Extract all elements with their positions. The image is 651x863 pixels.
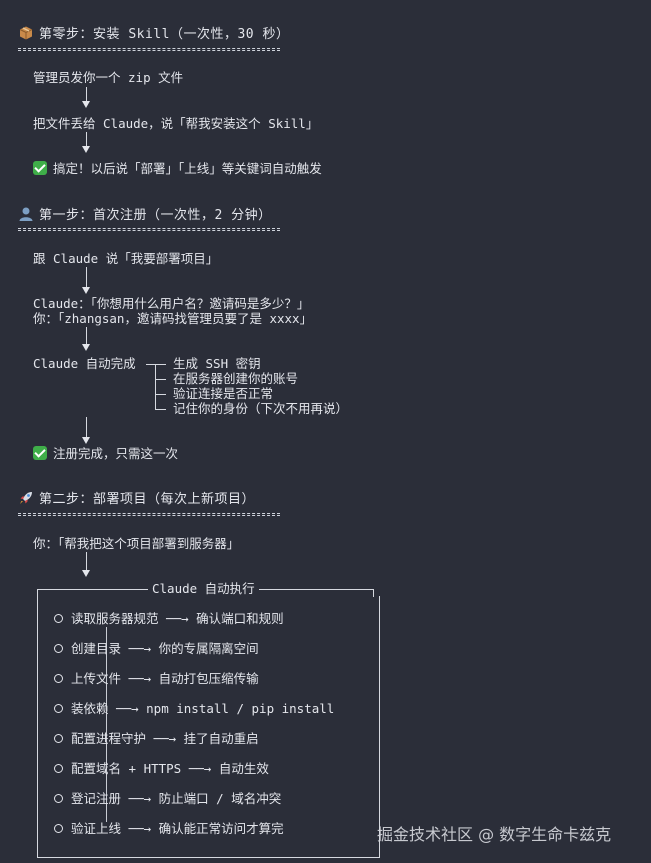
task-item: 读取服务器规范 ──→ 确认端口和规则 [54,611,284,627]
section-2-title: 第二步：部署项目（每次上新项目） [39,492,256,507]
check-icon [33,446,47,460]
connector-line [86,87,87,101]
task-item: 配置域名 + HTTPS ──→ 自动生效 [54,761,269,777]
branch-item: 记住你的身份（下次不用再说） [173,401,349,416]
circle-bullet-icon [54,614,63,623]
rocket-icon [18,490,34,506]
watermark: 掘金技术社区 @ 数字生命卡兹克 [377,825,612,844]
task-item: 验证上线 ──→ 确认能正常访问才算完 [54,821,284,837]
circle-bullet-icon [54,644,63,653]
branch-trunk [155,364,156,409]
connector-line [86,132,87,146]
check-icon [33,161,47,175]
branch-line [155,409,166,410]
task-item: 上传文件 ──→ 自动打包压缩传输 [54,671,259,687]
connector-line [86,417,87,437]
section-1-step-3: 你：「zhangsan，邀请码找管理员要了是 xxxx」 [33,311,313,326]
section-1-step-2: Claude：「你想用什么用户名？邀请码是多少？」 [33,296,310,311]
section-2-heading: 第二步：部署项目（每次上新项目） [18,490,255,508]
task-trunk-line [106,627,107,822]
branch-line [155,379,166,380]
section-1-underline [18,228,280,231]
package-icon [18,25,34,41]
arrow-down-icon [82,287,90,294]
arrow-down-icon [82,437,90,444]
arrow-down-icon [82,570,90,577]
connector-line [86,552,87,570]
section-1-title: 第一步：首次注册（一次性，2 分钟） [39,208,272,223]
task-item: 登记注册 ──→ 防止端口 / 域名冲突 [54,791,281,807]
box-right-border [379,596,380,858]
arrow-down-icon [82,344,90,351]
task-item: 装依赖 ──→ npm install / pip install [54,701,334,717]
section-0-heading: 第零步：安装 Skill（一次性，30 秒） [18,25,289,43]
user-icon [18,206,34,222]
box-left-border [37,589,38,858]
branch-item: 生成 SSH 密钥 [173,356,261,371]
task-item: 配置进程守护 ──→ 挂了自动重启 [54,731,259,747]
task-item: 创建目录 ──→ 你的专属隔离空间 [54,641,259,657]
arrow-down-icon [82,101,90,108]
section-1-step-4: Claude 自动完成 [33,356,136,371]
arrow-down-icon [82,146,90,153]
section-1-heading: 第一步：首次注册（一次性，2 分钟） [18,206,272,224]
branch-item: 在服务器创建你的账号 [173,371,299,386]
section-0-result: 搞定！以后说「部署」「上线」等关键词自动触发 [33,161,322,177]
box-title: Claude 自动执行 [148,581,259,597]
section-0-step-2: 把文件丢给 Claude，说「帮我安装这个 Skill」 [33,116,319,131]
section-1-step-1: 跟 Claude 说「我要部署项目」 [33,251,219,266]
circle-bullet-icon [54,824,63,833]
circle-bullet-icon [54,704,63,713]
branch-line [146,364,166,365]
circle-bullet-icon [54,734,63,743]
connector-line [86,267,87,287]
box-bottom-border [37,857,380,858]
circle-bullet-icon [54,674,63,683]
section-0-underline [18,48,280,51]
box-top-right-tick [373,589,374,597]
circle-bullet-icon [54,764,63,773]
section-1-result: 注册完成，只需这一次 [33,446,178,462]
section-0-step-1: 管理员发你一个 zip 文件 [33,70,184,85]
section-2-step-1: 你：「帮我把这个项目部署到服务器」 [33,536,240,551]
branch-item: 验证连接是否正常 [173,386,274,401]
connector-line [86,327,87,344]
section-2-underline [18,513,280,516]
branch-line [155,394,166,395]
circle-bullet-icon [54,794,63,803]
section-0-title: 第零步：安装 Skill（一次性，30 秒） [39,27,290,42]
